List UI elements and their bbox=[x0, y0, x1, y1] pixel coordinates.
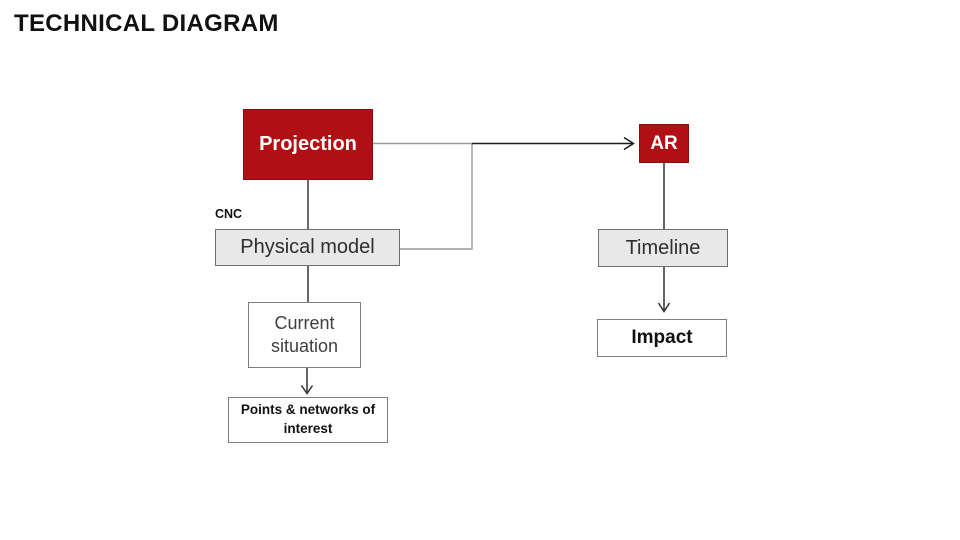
arrowhead-to-impact bbox=[657, 302, 671, 313]
node-projection: Projection bbox=[243, 109, 373, 180]
arrowhead-to-points bbox=[300, 385, 314, 395]
node-points-networks: Points & networks of interest bbox=[228, 397, 388, 443]
page-title: TECHNICAL DIAGRAM bbox=[14, 10, 279, 37]
node-current-situation: Current situation bbox=[248, 302, 361, 368]
node-timeline: Timeline bbox=[598, 229, 728, 267]
edge-physical-model-elbow bbox=[400, 143, 473, 250]
node-impact: Impact bbox=[597, 319, 727, 357]
node-physical-model: Physical model bbox=[215, 229, 400, 266]
node-ar: AR bbox=[639, 124, 689, 163]
arrowhead-to-ar bbox=[623, 136, 635, 151]
annotation-cnc: CNC bbox=[215, 207, 243, 221]
